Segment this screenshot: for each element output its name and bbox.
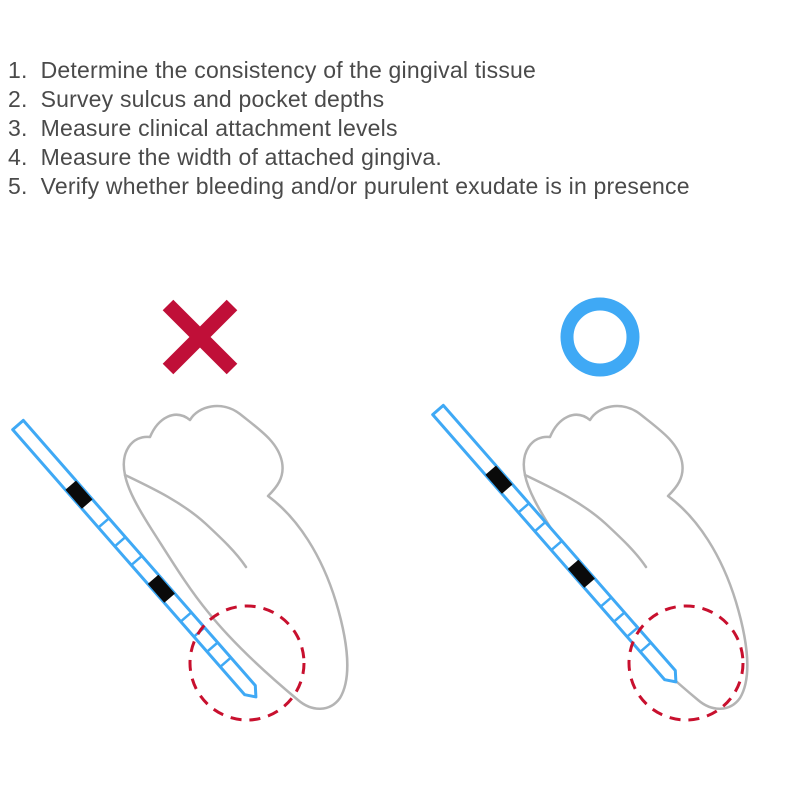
- instruction-item-3: 3. Measure clinical attachment levels: [8, 114, 792, 143]
- probe-tip-highlight-circle: [627, 604, 745, 722]
- incorrect-x-icon: [162, 299, 238, 375]
- incorrect-probing-diagram: [11, 404, 349, 722]
- periodontal-probe: [11, 418, 258, 699]
- instruction-text: Survey sulcus and pocket depths: [40, 86, 385, 112]
- probe-black-band: [485, 465, 513, 494]
- correct-o-icon: [560, 297, 640, 377]
- instruction-item-5: 5. Verify whether bleeding and/or purule…: [8, 172, 792, 201]
- instruction-text: Measure the width of attached gingiva.: [40, 144, 442, 170]
- instruction-number: 1.: [8, 57, 28, 83]
- instruction-item-1: 1. Determine the consistency of the ging…: [8, 56, 792, 85]
- cervical-line: [123, 473, 248, 569]
- cervical-line: [523, 473, 648, 569]
- instruction-number: 3.: [8, 115, 28, 141]
- correct-panel: [400, 292, 800, 750]
- probe-tip-highlight-circle: [188, 604, 306, 722]
- comparison-panels: [0, 292, 800, 750]
- instruction-item-2: 2. Survey sulcus and pocket depths: [8, 85, 792, 114]
- probe-black-band: [567, 559, 595, 588]
- probe-black-band: [147, 574, 175, 603]
- instruction-text: Measure clinical attachment levels: [40, 115, 398, 141]
- correct-probing-diagram: [431, 403, 749, 722]
- instruction-number: 2.: [8, 86, 28, 112]
- instruction-number: 5.: [8, 173, 28, 199]
- instruction-text: Verify whether bleeding and/or purulent …: [40, 173, 690, 199]
- tooth-outline: [122, 404, 349, 710]
- periodontal-probe: [431, 403, 678, 684]
- instruction-list: 1. Determine the consistency of the ging…: [8, 56, 792, 201]
- instruction-item-4: 4. Measure the width of attached gingiva…: [8, 143, 792, 172]
- instruction-number: 4.: [8, 144, 28, 170]
- incorrect-panel: [0, 292, 400, 750]
- probe-black-band: [65, 480, 93, 509]
- instruction-text: Determine the consistency of the gingiva…: [40, 57, 537, 83]
